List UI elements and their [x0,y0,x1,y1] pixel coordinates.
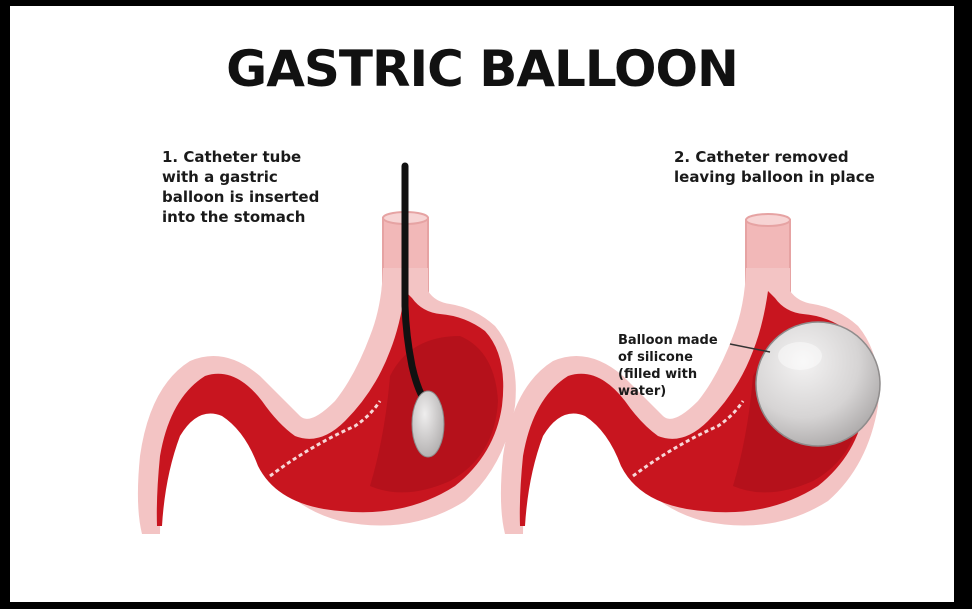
step2-line: 2. Catheter removed [674,147,875,167]
balloon-callout-line: of silicone [618,349,718,366]
balloon-callout-line: water) [618,383,718,400]
esophagus-opening-right [746,214,790,226]
balloon-callout-label: Balloon made of silicone (filled with wa… [618,332,718,400]
step2-label: 2. Catheter removed leaving balloon in p… [674,147,875,187]
catheter-balloon [412,391,444,457]
silicone-balloon [756,322,880,446]
step1-label: 1. Catheter tube with a gastric balloon … [162,147,319,227]
balloon-highlight [778,342,822,370]
step1-line: 1. Catheter tube [162,147,319,167]
diagram-canvas: GASTRIC BALLOON 1. Catheter tube with a … [10,6,954,602]
step1-line: balloon is inserted [162,187,319,207]
step2-line: leaving balloon in place [674,167,875,187]
balloon-callout-line: (filled with [618,366,718,383]
step1-line: with a gastric [162,167,319,187]
balloon-callout-line: Balloon made [618,332,718,349]
step1-line: into the stomach [162,207,319,227]
page-title: GASTRIC BALLOON [10,40,954,98]
